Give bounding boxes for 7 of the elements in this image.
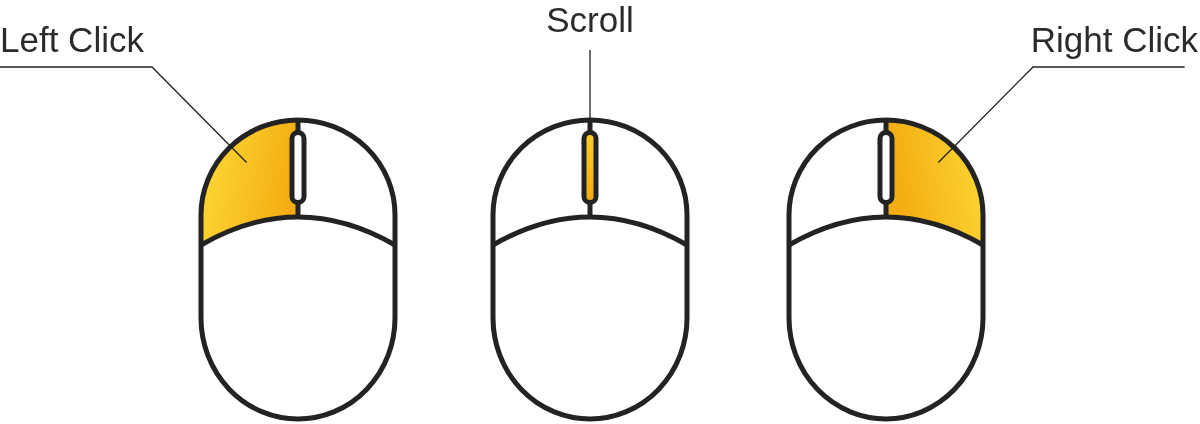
leader-line — [0, 66, 248, 164]
scroll-wheel — [581, 130, 599, 205]
callout-label: Scroll — [542, 0, 638, 50]
callout-label: Left Click — [0, 20, 144, 67]
leader-line — [937, 66, 1186, 164]
leader-line — [589, 49, 591, 134]
callout-label: Right Click — [1030, 20, 1198, 67]
